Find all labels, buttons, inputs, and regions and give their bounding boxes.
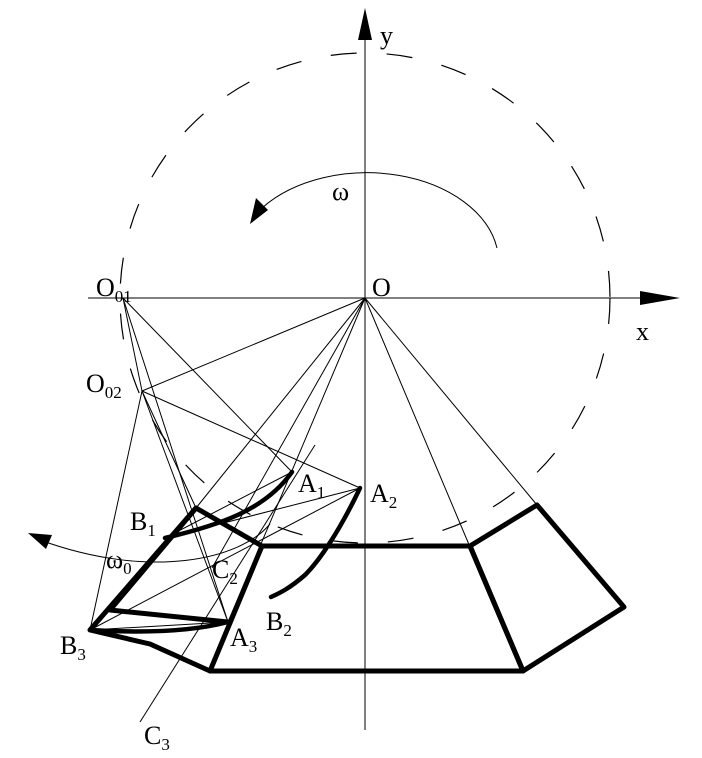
- a2-main: A: [370, 479, 389, 508]
- c2-main: C: [212, 555, 229, 584]
- b3-label: B3: [60, 631, 86, 664]
- a1-label: A1: [298, 469, 325, 502]
- omega0-arc: [39, 523, 271, 563]
- a1-main: A: [298, 469, 317, 498]
- a2-label: A2: [370, 479, 397, 512]
- b3-sub: 3: [77, 645, 86, 664]
- omega0-sub: 0: [123, 559, 132, 578]
- origin-label: O: [372, 273, 391, 302]
- o01-sub: 01: [115, 287, 132, 306]
- left-link-inner: [107, 505, 231, 625]
- c3-label: C3: [144, 721, 170, 754]
- omega-label: ω: [332, 177, 349, 206]
- o01-main: O: [96, 273, 115, 302]
- a1-sub: 1: [317, 483, 326, 502]
- construction-lines: [89, 297, 538, 723]
- a3-main: A: [230, 623, 249, 652]
- b2-label: B2: [266, 607, 292, 640]
- b1-main: B: [130, 507, 147, 536]
- omega-arc: [261, 172, 498, 249]
- o01-label: O01: [96, 273, 132, 306]
- a3-label: A3: [230, 623, 257, 656]
- o02-sub: 02: [105, 383, 122, 402]
- y-axis-arrow: [358, 8, 372, 40]
- curve-b3-a3: [87, 619, 231, 634]
- curve-a2-b2: [268, 485, 363, 600]
- o02-label: O02: [86, 369, 122, 402]
- x-axis-label: x: [636, 317, 649, 346]
- b1-sub: 1: [147, 521, 156, 540]
- omega-arrowhead: [250, 198, 268, 224]
- b3-main: B: [60, 631, 77, 660]
- c3-sub: 3: [161, 735, 170, 754]
- b2-sub: 2: [283, 621, 292, 640]
- b2-main: B: [266, 607, 283, 636]
- a3-sub: 3: [249, 637, 258, 656]
- omega0-main: ω: [106, 545, 123, 574]
- omega0-label: ω0: [106, 545, 132, 578]
- c3-main: C: [144, 721, 161, 750]
- right-block: [467, 502, 627, 674]
- b1-label: B1: [130, 507, 156, 540]
- omega0-arrowhead: [28, 533, 52, 549]
- x-axis-arrow: [640, 291, 680, 305]
- c2-label: C2: [212, 555, 238, 588]
- o02-main: O: [86, 369, 105, 398]
- a2-sub: 2: [389, 493, 398, 512]
- c2-sub: 2: [229, 569, 238, 588]
- y-axis-label: y: [380, 21, 393, 50]
- curve-b1-a1: [162, 469, 295, 541]
